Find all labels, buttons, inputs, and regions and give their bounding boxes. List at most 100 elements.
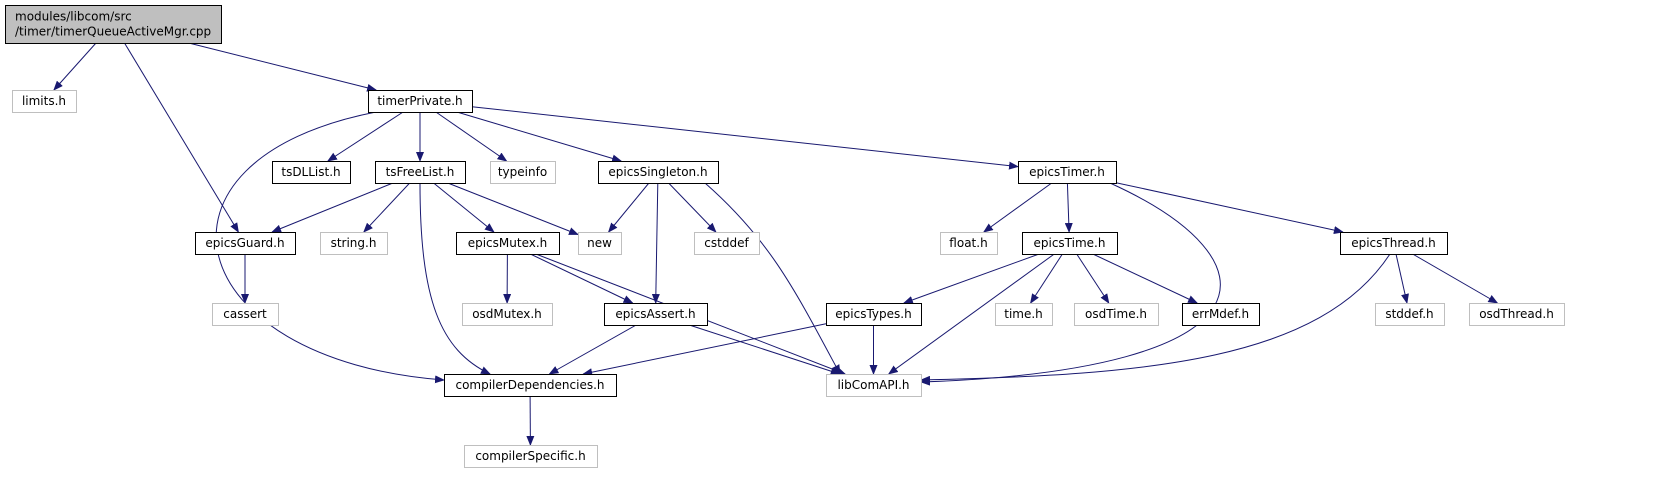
edge-epicsTime-to-osdTime (1076, 253, 1110, 304)
edge-tsFreeList-to-epicsGuard (271, 182, 394, 233)
node-label: time.h (1004, 307, 1043, 321)
node-epicsAssert[interactable]: epicsAssert.h (604, 303, 708, 326)
node-box (272, 161, 351, 184)
node-box (826, 303, 922, 326)
node-box (1022, 232, 1118, 255)
node-epicsTypes[interactable]: epicsTypes.h (826, 303, 922, 326)
edge-epicsTime-to-libComAPI (887, 253, 1055, 375)
node-box (490, 161, 556, 184)
edge-epicsTimer-to-floath (982, 182, 1052, 233)
node-label: compilerSpecific.h (475, 449, 585, 463)
node-epicsThread[interactable]: epicsThread.h (1340, 232, 1448, 255)
node-label: typeinfo (498, 165, 547, 179)
node-box (578, 232, 622, 255)
node-tsFreeList[interactable]: tsFreeList.h (375, 161, 466, 184)
edge-epicsSingleton-to-epicsAssert (651, 182, 660, 304)
node-epicsSingleton[interactable]: epicsSingleton.h (598, 161, 719, 184)
node-label: epicsGuard.h (205, 236, 284, 250)
node-typeinfo: typeinfo (490, 161, 556, 184)
edge-epicsAssert-to-libComAPI (689, 324, 841, 376)
node-label: new (587, 236, 612, 250)
node-box (375, 161, 466, 184)
node-compilerSpecific: compilerSpecific.h (464, 445, 598, 468)
node-box (464, 445, 598, 468)
edge-epicsAssert-to-compilerDependencies (548, 324, 637, 375)
edge-epicsThread-to-stddef (1395, 253, 1409, 304)
node-label: compilerDependencies.h (455, 378, 604, 392)
node-epicsTimer[interactable]: epicsTimer.h (1018, 161, 1117, 184)
node-box (1469, 303, 1565, 326)
node-box (940, 232, 998, 255)
node-label: libComAPI.h (837, 378, 909, 392)
node-stringh: string.h (320, 232, 388, 255)
node-label: cstddef (704, 236, 749, 250)
node-box (462, 303, 553, 326)
node-box (368, 90, 473, 113)
node-box (320, 232, 388, 255)
node-label: timerPrivate.h (377, 94, 462, 108)
edge-tsFreeList-to-newh (447, 182, 579, 235)
edge-epicsMutex-to-epicsAssert (530, 253, 634, 304)
node-box (598, 161, 719, 184)
node-box (995, 303, 1053, 326)
node-label: epicsTypes.h (835, 307, 911, 321)
node-label: epicsMutex.h (468, 236, 548, 250)
node-label: epicsTimer.h (1029, 165, 1105, 179)
edge-epicsTime-to-errMdef (1092, 253, 1199, 304)
node-box (1018, 161, 1117, 184)
node-label: /timer/timerQueueActiveMgr.cpp (15, 25, 211, 39)
edge-epicsSingleton-to-newh (607, 182, 650, 233)
edge-epicsTimer-to-epicsThread (1115, 182, 1344, 234)
node-epicsMutex[interactable]: epicsMutex.h (456, 232, 560, 255)
edge-epicsSingleton-to-libComAPI (704, 182, 841, 375)
edge-tsFreeList-to-stringh (363, 182, 411, 233)
node-libComAPI: libComAPI.h (826, 374, 922, 397)
node-label: limits.h (22, 94, 66, 108)
node-cstddef: cstddef (694, 232, 760, 255)
node-label: epicsAssert.h (615, 307, 695, 321)
node-errMdef[interactable]: errMdef.h (1182, 303, 1260, 326)
edge-layer (53, 42, 1499, 446)
node-osdThread: osdThread.h (1469, 303, 1565, 326)
node-timeh: time.h (995, 303, 1053, 326)
edge-epicsThread-to-libComAPI (920, 253, 1391, 384)
edge-timerPrivate-to-epicsSingleton (456, 111, 623, 163)
node-label: osdThread.h (1479, 307, 1554, 321)
edge-tsFreeList-to-epicsMutex (433, 182, 495, 233)
edge-epicsTime-to-timeh (1030, 253, 1063, 304)
node-layer: modules/libcom/src/timer/timerQueueActiv… (5, 5, 1565, 468)
node-label: epicsTime.h (1034, 236, 1106, 250)
edge-epicsTimer-to-epicsTime (1064, 182, 1073, 233)
edge-epicsTypes-to-compilerDependencies (582, 323, 827, 377)
node-tsDLList[interactable]: tsDLList.h (272, 161, 351, 184)
node-root[interactable]: modules/libcom/src/timer/timerQueueActiv… (5, 5, 222, 44)
node-timerPrivate[interactable]: timerPrivate.h (368, 90, 473, 113)
node-osdMutex: osdMutex.h (462, 303, 553, 326)
node-osdTime: osdTime.h (1074, 303, 1159, 326)
node-label: epicsThread.h (1351, 236, 1436, 250)
node-label: osdMutex.h (472, 307, 542, 321)
node-newh: new (578, 232, 622, 255)
node-epicsGuard[interactable]: epicsGuard.h (195, 232, 296, 255)
node-box (604, 303, 708, 326)
node-label: errMdef.h (1192, 307, 1249, 321)
node-cassert: cassert (212, 303, 279, 326)
node-epicsTime[interactable]: epicsTime.h (1022, 232, 1118, 255)
edge-tsFreeList-to-compilerDependencies (419, 182, 491, 375)
node-box (5, 5, 222, 44)
node-stddef: stddef.h (1375, 303, 1445, 326)
node-label: string.h (331, 236, 377, 250)
edge-epicsTime-to-epicsTypes (902, 253, 1040, 304)
node-compilerDependencies[interactable]: compilerDependencies.h (444, 374, 617, 397)
edge-root-to-limits (53, 42, 97, 91)
node-box (12, 90, 77, 113)
edge-epicsTimer-to-libComAPI (920, 182, 1221, 386)
node-label: tsFreeList.h (386, 165, 455, 179)
node-label: epicsSingleton.h (608, 165, 707, 179)
node-box (456, 232, 560, 255)
node-box (1074, 303, 1159, 326)
edge-timerPrivate-to-compilerDependencies (215, 111, 445, 384)
node-box (1182, 303, 1260, 326)
edge-timerPrivate-to-tsDLList (327, 111, 404, 162)
